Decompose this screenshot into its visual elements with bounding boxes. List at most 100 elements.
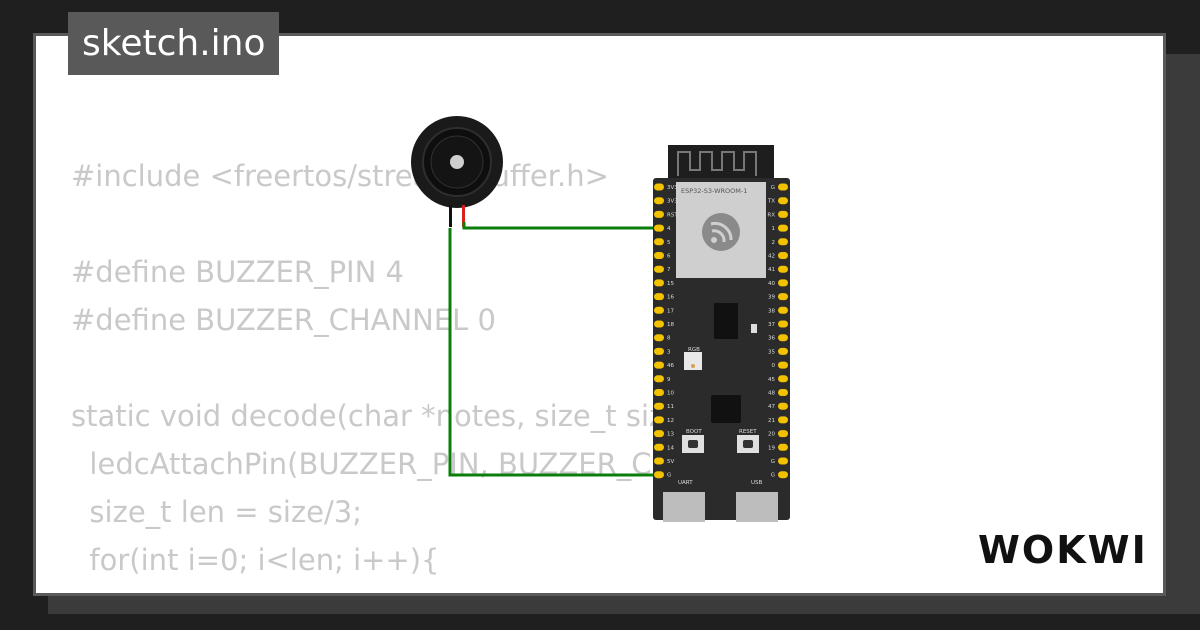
right-pin-label: 42: [768, 254, 775, 260]
left-pin-label: 46: [667, 363, 674, 369]
sketch-filename: sketch.ino: [68, 12, 280, 75]
right-pin-1[interactable]: [778, 197, 788, 205]
rgb-label: RGB: [688, 347, 700, 353]
left-pin-label: G: [667, 473, 671, 479]
right-pin-label: 35: [768, 349, 775, 355]
right-pin-18[interactable]: [778, 430, 788, 438]
left-pin-5[interactable]: [654, 252, 664, 259]
right-pin-19[interactable]: [778, 443, 788, 451]
left-pin-11[interactable]: [654, 334, 664, 342]
right-pin-10[interactable]: [778, 320, 788, 328]
left-pin-label: 13: [667, 432, 674, 438]
left-pin-12[interactable]: [654, 347, 664, 355]
espressif-logo-icon: [702, 213, 740, 251]
right-pin-label: G: [771, 473, 775, 479]
right-pin-label: TX: [767, 199, 775, 205]
left-pin-label: 18: [667, 322, 674, 328]
left-pin-17[interactable]: [654, 416, 664, 424]
left-pin-label: 17: [667, 308, 674, 314]
reset-label: RESET: [739, 429, 757, 435]
left-pin-14[interactable]: [654, 375, 664, 383]
left-pin-label: 8: [667, 336, 671, 342]
left-pin-15[interactable]: [654, 389, 664, 396]
left-pin-10[interactable]: [654, 320, 664, 328]
usb-port[interactable]: [736, 492, 778, 522]
left-pin-20[interactable]: [654, 457, 664, 465]
right-pin-6[interactable]: [778, 265, 788, 273]
code-line: #define BUZZER_CHANNEL 0: [71, 303, 497, 337]
right-pin-label: 40: [768, 281, 775, 287]
left-pin-9[interactable]: [654, 306, 664, 314]
left-pin-6[interactable]: [654, 265, 664, 273]
right-pin-7[interactable]: [778, 279, 788, 287]
uart-usb-port[interactable]: [663, 492, 705, 522]
left-pin-label: RST: [667, 212, 678, 218]
left-pin-1[interactable]: [654, 197, 664, 205]
left-pin-2[interactable]: [654, 210, 664, 218]
module-label: ESP32-S3-WROOM-1: [681, 187, 747, 195]
right-pin-label: 21: [768, 418, 775, 424]
right-pin-16[interactable]: [778, 402, 788, 410]
left-pin-label: 14: [667, 445, 674, 451]
right-pin-label: G: [771, 459, 775, 465]
right-pin-label: 41: [768, 267, 775, 273]
left-pin-3[interactable]: [654, 224, 664, 232]
right-pin-label: 36: [768, 336, 775, 342]
right-pin-11[interactable]: [778, 334, 788, 342]
left-pin-label: 6: [667, 254, 671, 260]
right-pin-label: 37: [768, 322, 775, 328]
right-pin-3[interactable]: [778, 224, 788, 232]
right-pin-2[interactable]: [778, 210, 788, 218]
right-pin-4[interactable]: [778, 238, 788, 246]
right-pin-13[interactable]: [778, 361, 788, 369]
right-pin-21[interactable]: [778, 471, 788, 479]
left-pin-4[interactable]: [654, 238, 664, 246]
left-pin-0[interactable]: [654, 183, 664, 191]
wifi-antenna-icon: [677, 151, 757, 176]
left-pin-7[interactable]: [654, 279, 664, 287]
left-pin-8[interactable]: [654, 293, 664, 301]
right-pin-label: 45: [768, 377, 775, 383]
left-pin-label: 11: [667, 404, 674, 410]
uart-label: UART: [678, 480, 693, 486]
right-pin-12[interactable]: [778, 347, 788, 355]
code-line: for(int i=0; i<len; i++){: [71, 543, 440, 577]
right-pin-label: 39: [768, 295, 775, 301]
left-pin-label: 10: [667, 391, 674, 397]
left-pin-13[interactable]: [654, 361, 664, 369]
right-pin-label: 47: [768, 404, 775, 410]
wire-ground[interactable]: [448, 228, 660, 477]
left-pin-label: 3: [667, 349, 671, 355]
code-line: size_t len = size/3;: [71, 495, 362, 529]
right-pin-20[interactable]: [778, 457, 788, 465]
code-line: char note = notes[i*3];: [71, 584, 792, 593]
left-pin-label: 5V: [667, 459, 674, 465]
right-pin-15[interactable]: [778, 389, 788, 396]
right-pin-9[interactable]: [778, 306, 788, 314]
left-pin-label: 3V3: [667, 185, 678, 191]
right-pin-17[interactable]: [778, 416, 788, 424]
right-pin-14[interactable]: [778, 375, 788, 383]
right-pin-5[interactable]: [778, 252, 788, 259]
left-pin-21[interactable]: [654, 471, 664, 479]
left-pin-18[interactable]: [654, 430, 664, 438]
boot-button[interactable]: [682, 435, 704, 453]
esp32-s3-board[interactable]: ESP32-S3-WROOM-1 RGB BOOT RESET UART USB: [653, 145, 790, 522]
right-pin-label: 19: [768, 445, 775, 451]
right-pin-label: 2: [772, 240, 776, 246]
right-pin-label: 0: [772, 363, 776, 369]
right-pin-label: 1: [772, 226, 776, 232]
right-pin-label: 38: [768, 308, 775, 314]
left-pin-19[interactable]: [654, 443, 664, 451]
right-pin-0[interactable]: [778, 183, 788, 191]
left-pin-16[interactable]: [654, 402, 664, 410]
right-pin-8[interactable]: [778, 293, 788, 301]
buzzer[interactable]: [411, 116, 503, 227]
reset-button[interactable]: [737, 435, 759, 453]
wire-signal[interactable]: [462, 222, 660, 230]
code-line: #include <freertos/stream_buffer.h>: [71, 159, 609, 193]
left-pin-label: 3V3: [667, 199, 678, 205]
code-line: #define BUZZER_PIN 4: [71, 255, 404, 289]
right-pin-label: G: [771, 185, 775, 191]
